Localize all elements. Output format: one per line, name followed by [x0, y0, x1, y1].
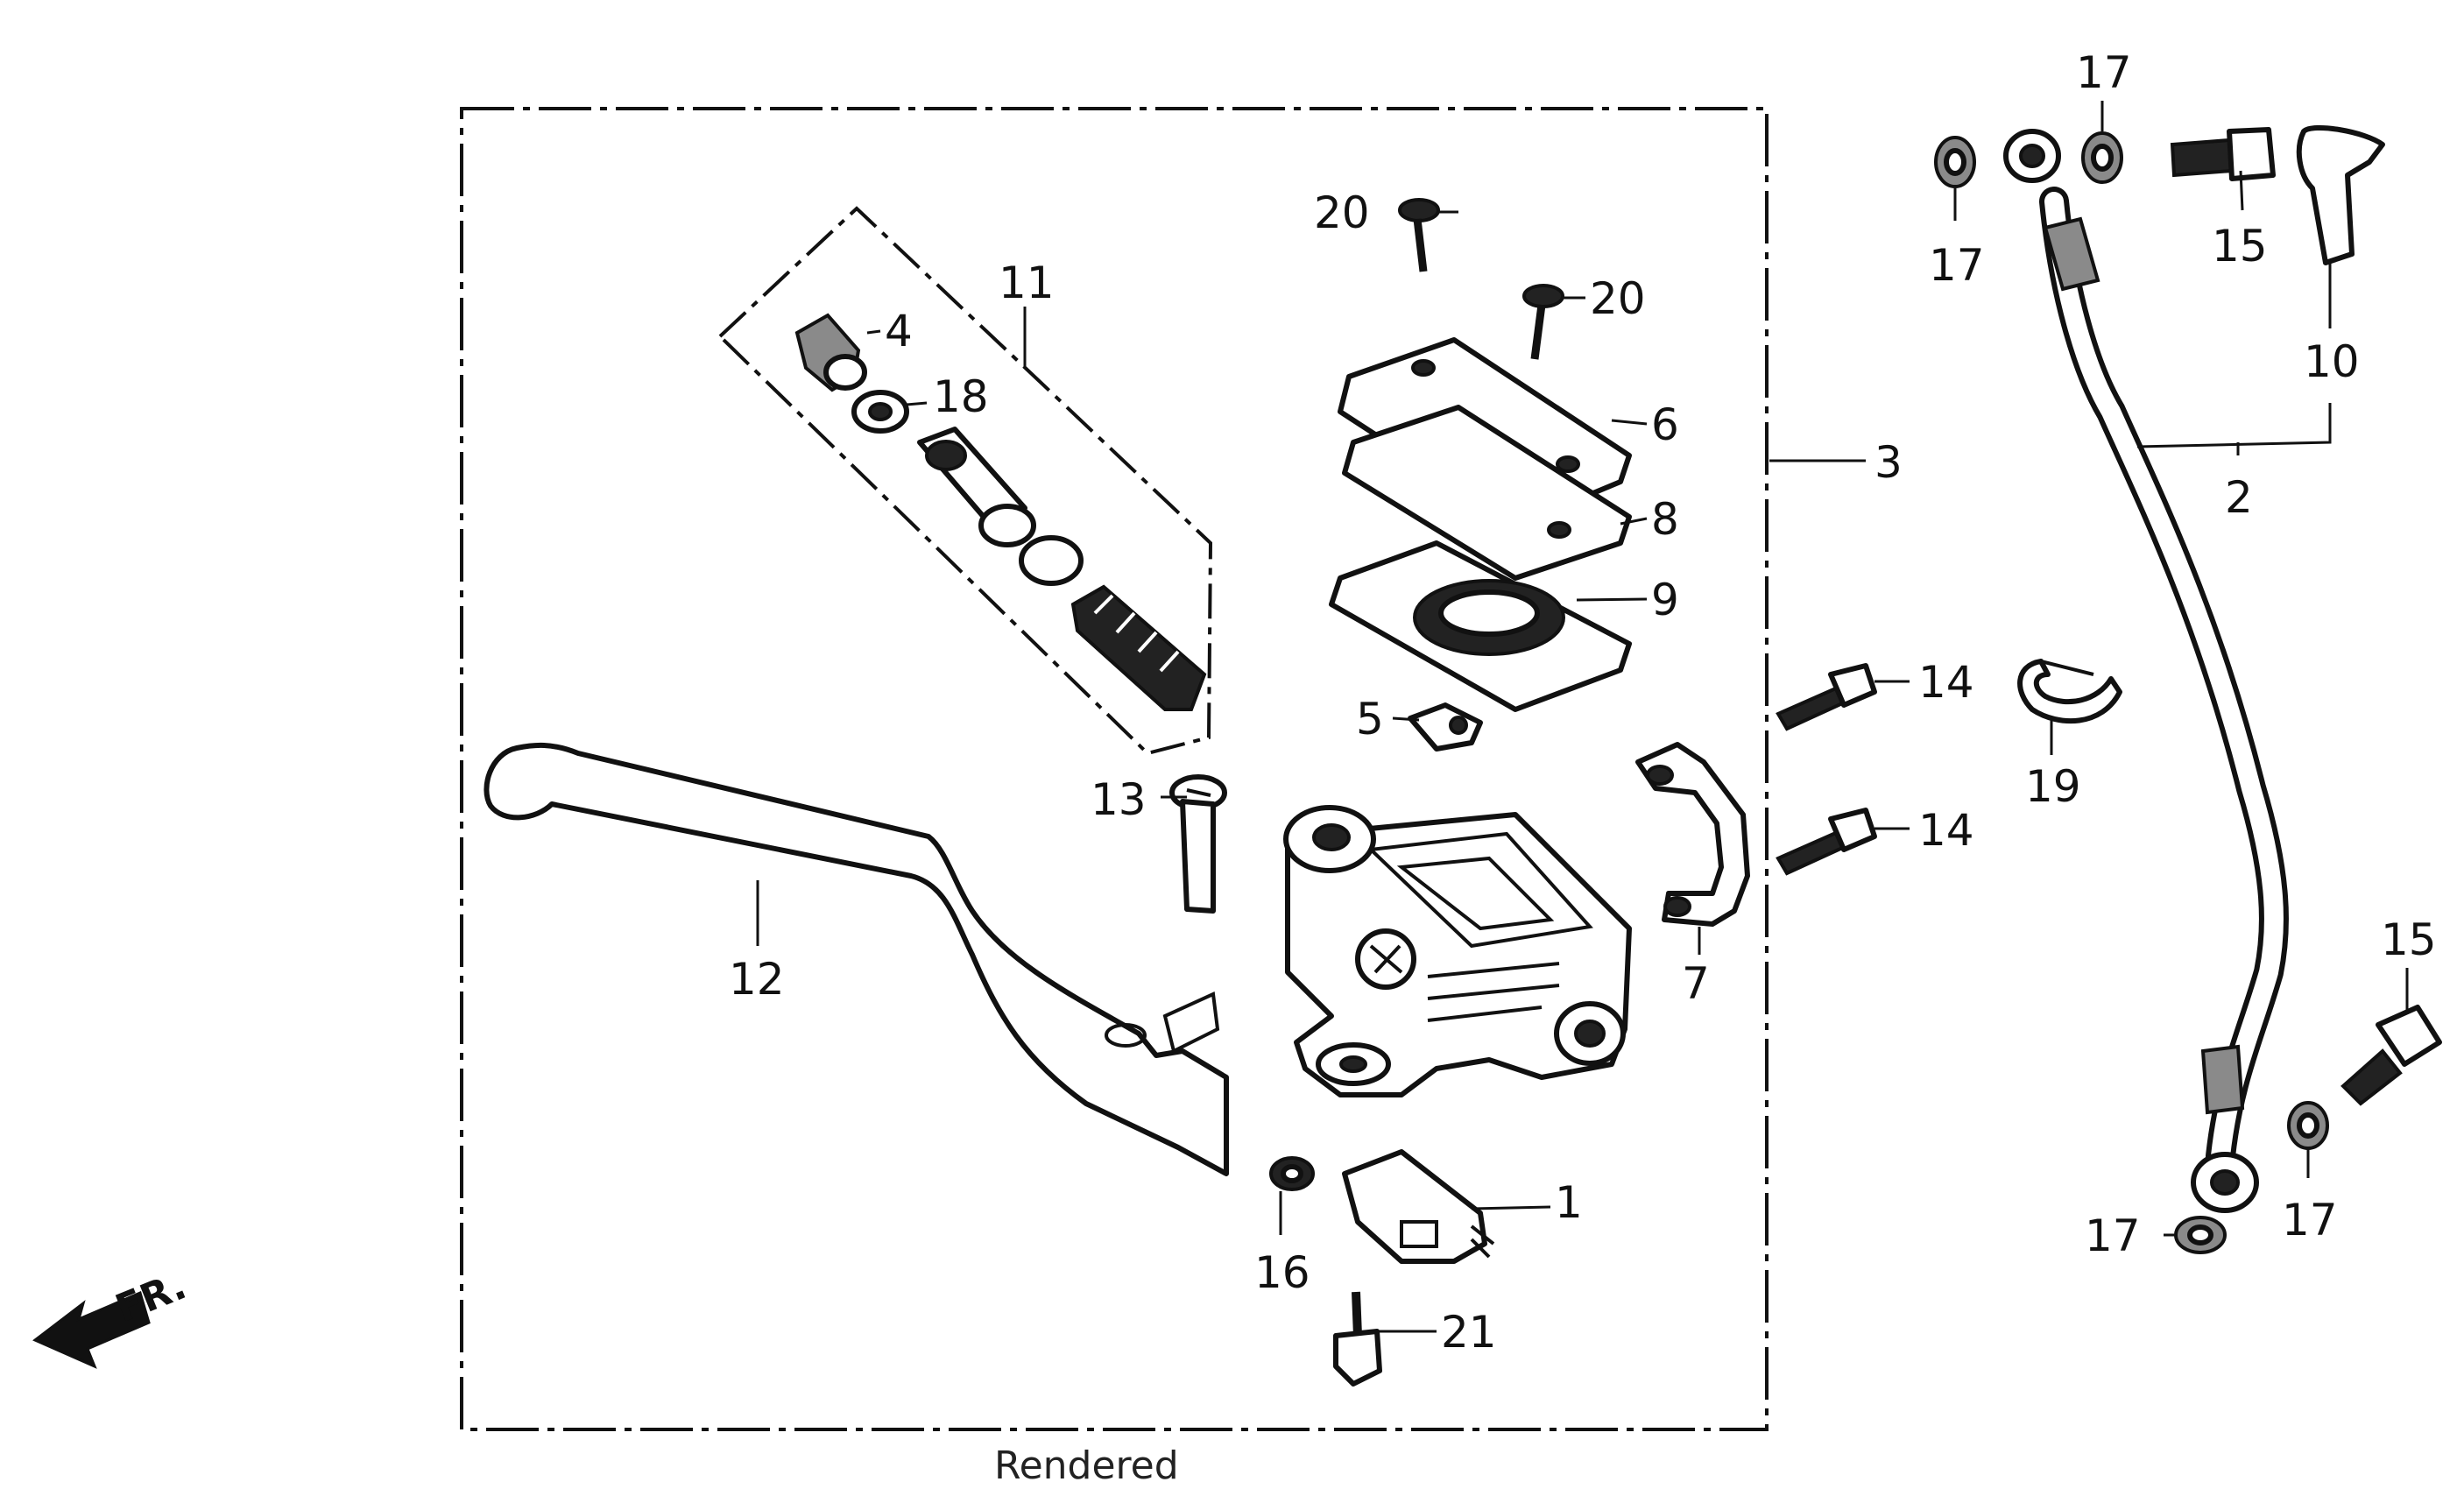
- leader-lines: [756, 101, 2409, 1333]
- master-cylinder-body-part: [1283, 805, 1632, 1097]
- sealing-washer-17-a-part: [1934, 136, 1976, 188]
- screw-20-lower-part: [1522, 284, 1564, 360]
- brake-lever-part: [484, 742, 1229, 1176]
- callout-20-upper: 20: [1314, 187, 1370, 238]
- handlebar-holder-part: [1635, 742, 1750, 927]
- callout-17-a: 17: [1929, 240, 1985, 291]
- bolt-14-upper-part: [1776, 663, 1877, 731]
- sealing-washer-17-d-part: [2174, 1216, 2227, 1254]
- callout-15-upper: 15: [2212, 221, 2268, 272]
- callout-21: 21: [1441, 1307, 1497, 1358]
- oil-bolt-15-lower-part: [2340, 1005, 2442, 1106]
- callout-5: 5: [1356, 694, 1384, 744]
- callout-10: 10: [2304, 336, 2360, 387]
- piston-kit-group-frame: [717, 206, 1213, 756]
- callout-17-c: 17: [2282, 1195, 2338, 1246]
- callout-11: 11: [999, 258, 1055, 308]
- diagram-caption: Rendered: [994, 1443, 1179, 1488]
- callout-1: 1: [1555, 1177, 1583, 1228]
- hose-boot-part: [2296, 124, 2385, 265]
- callout-3: 3: [1874, 437, 1903, 488]
- callout-8: 8: [1651, 494, 1679, 545]
- oil-bolt-15-upper-part: [2170, 127, 2276, 181]
- reservoir-diaphragm-part: [1329, 540, 1632, 712]
- reservoir-plate-part: [1342, 405, 1632, 581]
- hose-clamp-part: [2017, 659, 2122, 724]
- screw-20-upper-part: [1398, 198, 1440, 272]
- callout-19: 19: [2025, 761, 2081, 812]
- front-label: FR.: [109, 1263, 193, 1331]
- bolt-21-part: [1333, 1291, 1382, 1387]
- callout-12: 12: [729, 954, 785, 1005]
- callout-4: 4: [885, 306, 913, 356]
- sealing-washer-17-b-part: [2081, 131, 2123, 184]
- callout-14-lower: 14: [1918, 805, 1974, 856]
- master-cylinder-group-frame: [460, 107, 1769, 1431]
- sealing-washer-17-c-part: [2287, 1101, 2329, 1150]
- callout-14-upper: 14: [1918, 657, 1974, 708]
- callout-2: 2: [2225, 472, 2253, 523]
- brake-hose-part: [2003, 129, 2289, 1213]
- front-direction-marker: FR.: [32, 1263, 193, 1369]
- pivot-bolt-part: [1169, 774, 1227, 914]
- callout-6: 6: [1651, 399, 1679, 450]
- callout-7: 7: [1682, 958, 1710, 1009]
- piston-boot-part: [794, 313, 867, 392]
- callout-18: 18: [933, 371, 989, 422]
- brake-light-switch-part: [1342, 1149, 1495, 1264]
- callout-17-d: 17: [2085, 1210, 2141, 1261]
- reservoir-seal-part: [1408, 702, 1483, 752]
- piston-spring-part: [1070, 584, 1207, 711]
- callout-13: 13: [1091, 774, 1147, 825]
- circlip-part: [851, 390, 909, 434]
- callout-17-b: 17: [2076, 47, 2132, 98]
- callout-labels: 1 2 3 4 5 6 7 8 9 10 11 12 13 14 14 15 1…: [729, 47, 2437, 1358]
- callout-15-lower: 15: [2381, 914, 2437, 965]
- nut-16-part: [1269, 1156, 1315, 1191]
- bolt-14-lower-part: [1776, 808, 1877, 876]
- piston-part: [917, 427, 1084, 586]
- front-arrow-icon: [32, 1290, 151, 1369]
- callout-9: 9: [1651, 575, 1679, 625]
- callout-20-lower: 20: [1590, 273, 1646, 324]
- callout-16: 16: [1254, 1247, 1310, 1298]
